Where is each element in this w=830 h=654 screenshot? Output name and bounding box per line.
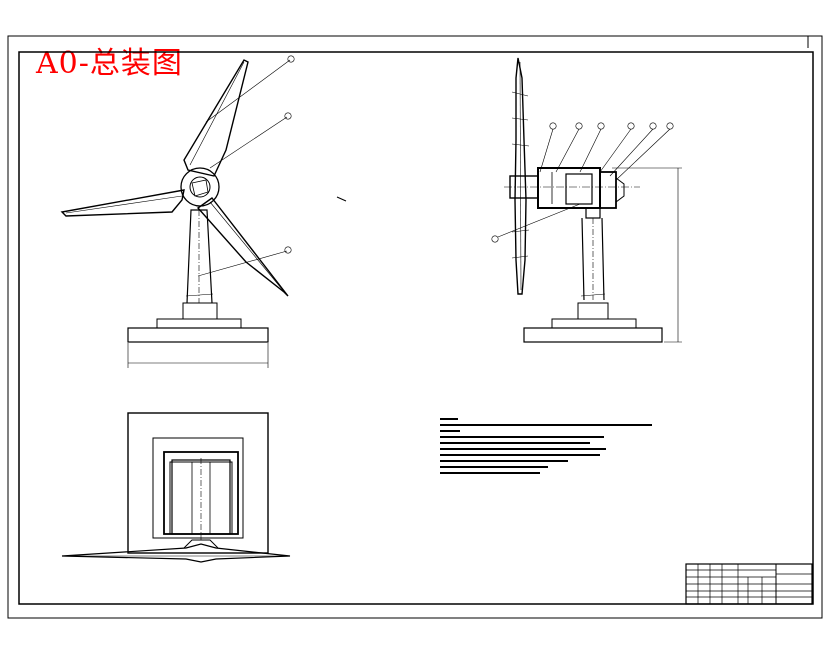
front-blade-upper — [183, 59, 249, 177]
front-base-step — [182, 302, 218, 320]
front-view — [60, 55, 347, 368]
side-blade — [514, 57, 527, 295]
front-blade-left — [60, 189, 185, 217]
side-tail-housing — [599, 171, 617, 209]
side-base-slab — [523, 327, 663, 343]
top-view — [61, 412, 291, 563]
front-hub-inner — [189, 176, 211, 198]
top-base-inner — [152, 437, 244, 539]
technical-notes — [440, 415, 660, 477]
side-tower — [581, 217, 605, 301]
inner-border — [18, 51, 814, 605]
outer-border — [7, 35, 823, 619]
side-view — [491, 57, 682, 343]
title-block — [685, 563, 813, 605]
front-base-plinth — [156, 318, 242, 329]
front-blade-lower — [196, 197, 289, 297]
front-base-slab — [127, 327, 269, 343]
front-tower — [186, 209, 213, 304]
top-base-outer — [127, 412, 269, 554]
